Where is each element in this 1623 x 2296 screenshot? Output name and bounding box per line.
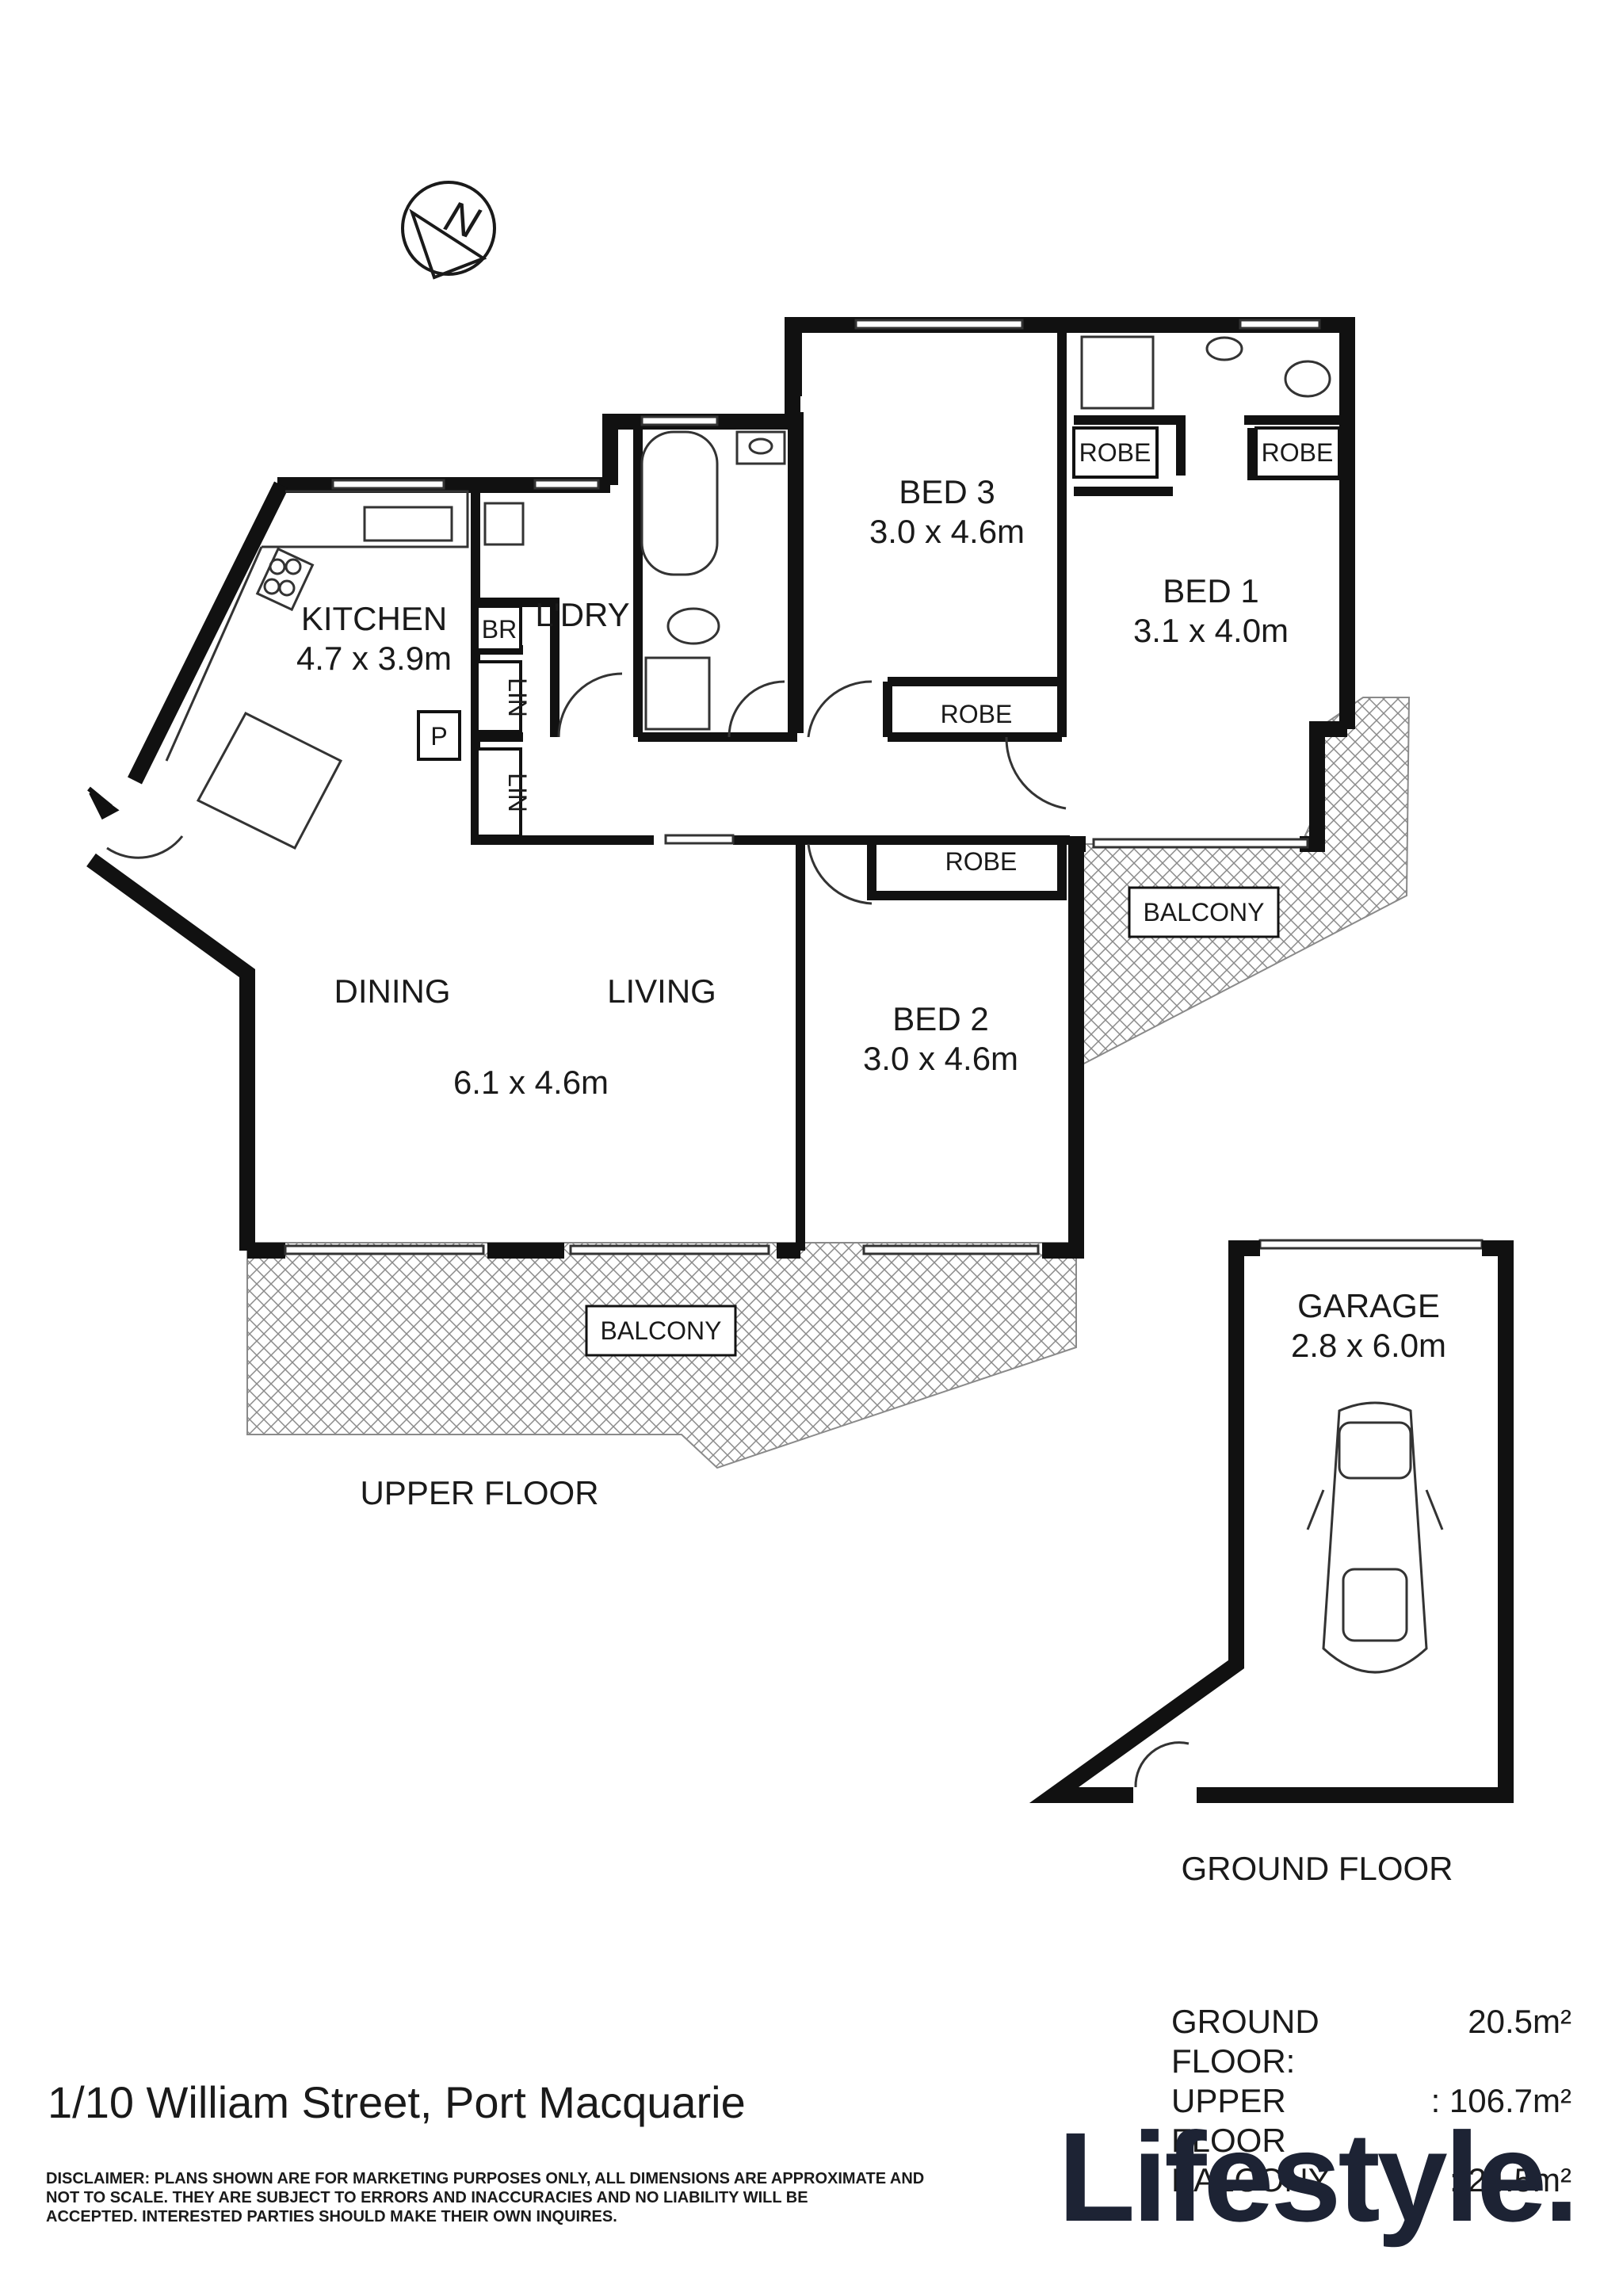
disclaimer-line: ACCEPTED. INTERESTED PARTIES SHOULD MAKE… — [46, 2208, 617, 2225]
balcony-side-area — [1079, 697, 1411, 1068]
linen-label-1: LIN — [503, 678, 532, 717]
disclaimer-line: NOT TO SCALE. THEY ARE SUBJECT TO ERRORS… — [46, 2189, 808, 2206]
garage-label: GARAGE — [1297, 1287, 1440, 1324]
area-summary: GROUND FLOOR: 20.5m² UPPER FLOOR : 106.7… — [1171, 2002, 1571, 2200]
bed1-robe-left-label: ROBE — [1079, 438, 1151, 467]
dining-label: DINING — [334, 972, 451, 1010]
north-compass-icon: N — [401, 181, 496, 280]
disclaimer: DISCLAIMER: PLANS SHOWN ARE FOR MARKETIN… — [46, 2169, 997, 2226]
bed3-label: BED 3 — [899, 473, 995, 510]
entry-arrow-icon — [87, 786, 120, 820]
balcony-side-label: BALCONY — [1144, 898, 1265, 926]
kitchen-size: 4.7 x 3.9m — [296, 640, 452, 677]
area-label: UPPER FLOOR — [1171, 2082, 1286, 2159]
bed2-robe-label: ROBE — [945, 847, 1018, 876]
area-label: BALCONY — [1171, 2161, 1331, 2199]
upper-floor-walls — [86, 317, 1355, 1259]
bed1-robe-right-label: ROBE — [1262, 438, 1334, 467]
balcony-main-label: BALCONY — [601, 1316, 722, 1345]
upper-floor-label: UPPER FLOOR — [360, 1474, 598, 1511]
door-swings — [106, 672, 1190, 1788]
bed2-label: BED 2 — [892, 1000, 988, 1037]
pantry-label: P — [430, 722, 447, 751]
garage-walls — [1029, 1240, 1514, 1803]
area-label: GROUND FLOOR: — [1171, 2003, 1319, 2080]
windows — [284, 319, 1484, 1255]
area-value: 20.5m² — [1468, 2003, 1571, 2040]
area-value: : 24.5m² — [1449, 2161, 1571, 2199]
dining-living-size: 6.1 x 4.6m — [453, 1064, 609, 1101]
area-row-upper: UPPER FLOOR : 106.7m² — [1171, 2081, 1571, 2160]
ground-floor-label: GROUND FLOOR — [1181, 1850, 1453, 1887]
bed3-size: 3.0 x 4.6m — [869, 513, 1025, 550]
linen-label-2: LIN — [503, 773, 532, 812]
interior-walls — [471, 333, 1339, 1251]
kitchen-label: KITCHEN — [301, 600, 447, 637]
bed1-size: 3.1 x 4.0m — [1133, 612, 1289, 649]
bathroom-fixtures — [640, 335, 1331, 731]
car-icon — [1306, 1401, 1444, 1674]
area-value: : 106.7m² — [1430, 2082, 1571, 2119]
laundry-tub-icon — [483, 502, 525, 546]
area-row-balcony: BALCONY : 24.5m² — [1171, 2160, 1571, 2200]
property-address: 1/10 William Street, Port Macquarie — [48, 2077, 746, 2127]
living-label: LIVING — [607, 972, 716, 1010]
bed3-robe-label: ROBE — [941, 700, 1013, 728]
compass-letter: N — [438, 190, 486, 248]
garage-size: 2.8 x 6.0m — [1291, 1327, 1446, 1364]
brand-logo: Lifestyle. — [1058, 2106, 1579, 2248]
bed2-size: 3.0 x 4.6m — [863, 1040, 1018, 1077]
broom-label: BR — [482, 615, 517, 644]
disclaimer-line: DISCLAIMER: PLANS SHOWN ARE FOR MARKETIN… — [46, 2170, 925, 2187]
area-row-ground: GROUND FLOOR: 20.5m² — [1171, 2002, 1571, 2081]
laundry-label: L'DRY — [535, 596, 629, 633]
kitchen-bench — [165, 490, 469, 850]
bed1-label: BED 1 — [1163, 572, 1258, 609]
